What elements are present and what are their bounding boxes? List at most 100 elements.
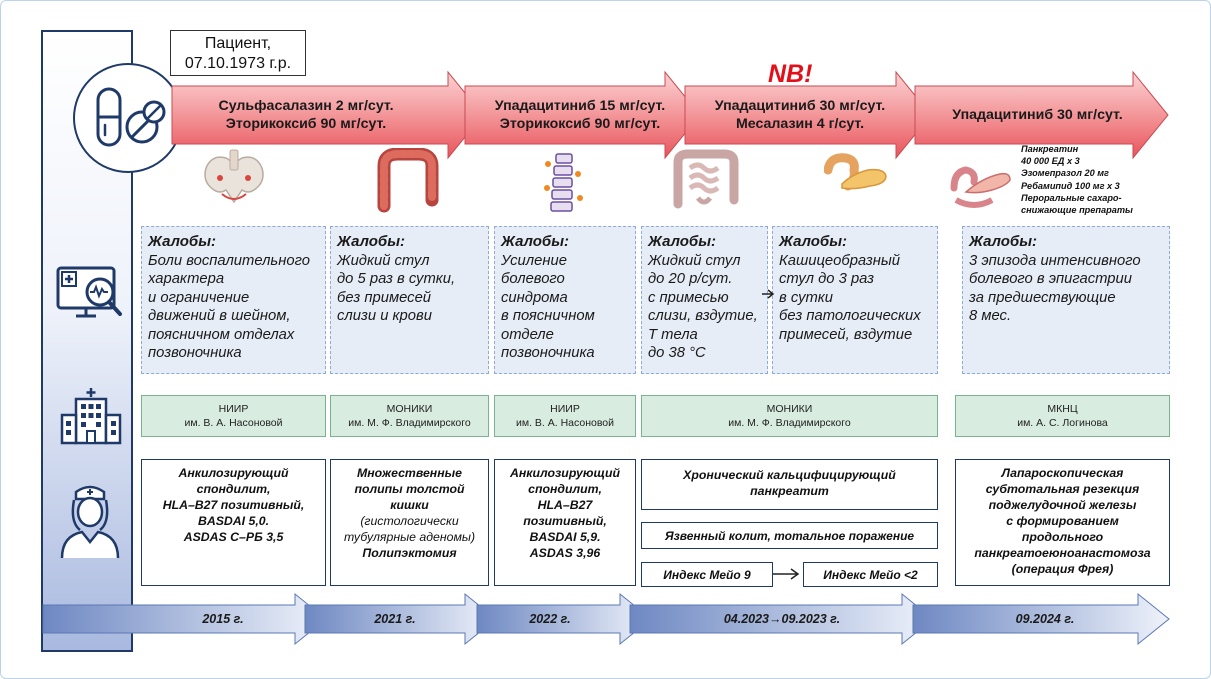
institution-name: МКНЦ	[1047, 403, 1078, 415]
complaint-line: характера	[148, 271, 225, 287]
med-line-1: Панкреатин	[1021, 144, 1079, 154]
institution-box-5: МКНЦ им. А. С. Логинова	[955, 395, 1170, 437]
complaint-line: позвоночника	[501, 345, 595, 361]
complaint-line: болевого в эпигастрии	[969, 271, 1132, 287]
med-line-3: Эзомепразол 20 мг	[1021, 168, 1109, 179]
diagnosis-box-5: Лапароскопическая субтотальная резекция …	[955, 459, 1170, 586]
complaint-line: без патологических	[779, 308, 921, 324]
therapy-2-line2: Эторикоксиб 90 мг/сут.	[499, 116, 661, 132]
institution-box-2: МОНИКИ им. М. Ф. Владимирского	[330, 395, 489, 437]
complaint-line: болевого	[501, 271, 565, 287]
complaint-line: отделе	[501, 326, 554, 343]
complaint-title: Жалобы:	[648, 233, 717, 250]
year-label-4: 04.2023→09.2023 г.	[723, 612, 841, 626]
diagnosis-line: Лапароскопическая	[1001, 466, 1124, 480]
therapy-3-line2: Месалазин 4 г/сут.	[735, 116, 865, 132]
complaint-box-5: Жалобы: Кашицеобразный стул до 3 раз в с…	[772, 226, 938, 374]
pancreas-icon	[824, 148, 890, 212]
complaint-line: с примесью	[648, 289, 729, 306]
diagnosis-box-3: Анкилозирующий спондилит, HLA–B27 позити…	[494, 459, 636, 586]
diagnosis-line: спондилит,	[528, 482, 602, 496]
year-label-2: 2021 г.	[374, 612, 416, 626]
diagnosis-line: субтотальная резекция	[985, 482, 1140, 496]
diagnosis-box-4b: Язвенный колит, тотальное поражение	[641, 522, 938, 549]
institution-name: МОНИКИ	[766, 403, 813, 415]
diagnosis-line: Хронический кальцифицирующий	[683, 468, 896, 482]
complaint-box-6: Жалобы: 3 эпизода интенсивного болевого …	[962, 226, 1170, 374]
institution-name: НИИР	[550, 403, 580, 415]
therapy-4-text: Упадацитиниб 30 мг/сут.	[925, 106, 1150, 124]
complaint-line: Т тела	[648, 326, 698, 343]
complaint-line: Боли воспалительного	[148, 252, 310, 269]
med-line-5: Пероральные сахаро-	[1021, 192, 1122, 203]
complaint-line: Кашицеобразный	[779, 252, 900, 269]
complaint-title: Жалобы:	[779, 233, 848, 250]
complaint-line: за предшествующие	[969, 289, 1116, 306]
complaint-line: позвоночника	[148, 345, 242, 361]
complaint-title: Жалобы:	[969, 233, 1038, 250]
intestine-icon	[670, 148, 742, 214]
complaint-line: в поясничном	[501, 308, 595, 324]
patient-birthdate: 07.10.1973 г.р.	[184, 55, 292, 72]
therapy-arrows	[171, 70, 1169, 160]
complaint-title: Жалобы:	[501, 233, 570, 250]
complaint-line: синдрома	[501, 289, 568, 306]
institution-name: МОНИКИ	[386, 403, 433, 415]
pelvis-spine-icon	[200, 148, 268, 212]
diagnosis-box-1: Анкилозирующий спондилит, HLA–B27 позити…	[141, 459, 326, 586]
diagnosis-line: ASDAS С–РБ 3,5	[183, 530, 284, 544]
diagnosis-box-2: Множественные полипы толстой кишки (гист…	[330, 459, 489, 586]
diagnosis-line: HLA–B27 позитивный,	[162, 498, 305, 512]
diagnosis-note: тубулярные аденомы)	[343, 530, 476, 544]
patient-label: Пациент,	[204, 35, 272, 52]
therapy-3-line1: Упадацитиниб 30 мг/сут.	[714, 98, 886, 114]
complaint-line: 3 эпизода интенсивного	[969, 252, 1141, 269]
complaint-line: слизи и крови	[337, 308, 432, 324]
med-line-4: Ребамипид 100 мг х 3	[1021, 180, 1120, 191]
diagnosis-line: Полипэктомия	[362, 546, 457, 560]
therapy-3-text: Упадацитиниб 30 мг/сут. Месалазин 4 г/су…	[690, 97, 910, 133]
therapy-1-line1: Сульфасалазин 2 мг/сут.	[218, 98, 394, 114]
diagnosis-note: (гистологически	[360, 514, 459, 528]
diagnosis-line: продольного	[1021, 530, 1104, 544]
extra-meds-list: Панкреатин 40 000 ЕД х 3 Эзомепразол 20 …	[1021, 143, 1161, 216]
diagnosis-line: HLA–B27	[537, 498, 593, 512]
complaint-line: примесей, вздутие	[779, 326, 913, 343]
mayo-index-before-text: Индекс Мейо 9	[663, 567, 751, 582]
diagnosis-line: Множественные	[357, 466, 462, 480]
complaint-box-2: Жалобы: Жидкий стул до 5 раз в сутки, бе…	[330, 226, 489, 374]
institution-subname: им. В. А. Насоновой	[184, 417, 283, 429]
year-arrow-5	[912, 592, 1170, 646]
therapy-2-text: Упадацитиниб 15 мг/сут. Эторикоксиб 90 м…	[470, 97, 690, 133]
hospital-icon	[58, 385, 124, 447]
complaint-line: Усиление	[501, 252, 567, 269]
complaint-line: слизи, вздутие,	[648, 308, 758, 324]
mayo-index-after: Индекс Мейо <2	[803, 562, 938, 587]
colon-icon	[374, 148, 442, 214]
complaint-line: поясничном отделах	[148, 326, 295, 343]
monitor-diagnostics-icon	[52, 262, 128, 326]
nurse-icon	[54, 478, 126, 560]
complaint-box-1: Жалобы: Боли воспалительного характера и…	[141, 226, 326, 374]
diagnosis-line: панкреатоеюноанастомоза	[974, 546, 1151, 560]
therapy-arrow-2	[464, 70, 701, 160]
timeline-arrows	[42, 592, 1170, 646]
complaint-line: Жидкий стул	[648, 252, 741, 269]
complaint-line: 8 мес.	[969, 308, 1012, 324]
complaint-title: Жалобы:	[337, 233, 406, 250]
complaint-line: до 20 р/сут.	[648, 271, 733, 287]
diagnosis-line: ASDAS 3,96	[529, 546, 601, 560]
complaint-line: Жидкий стул	[337, 252, 430, 269]
institution-subname: им. В. А. Насоновой	[515, 417, 615, 429]
diagnosis-line: BASDAI 5,9.	[529, 530, 601, 544]
diagnosis-line: Язвенный колит, тотальное поражение	[664, 528, 915, 543]
complaint-line: и ограничение	[148, 289, 250, 306]
diagnosis-line: поджелудочной железы	[988, 498, 1137, 512]
therapy-1-text: Сульфасалазин 2 мг/сут. Эторикоксиб 90 м…	[196, 97, 416, 133]
institution-subname: им. М. Ф. Владимирского	[728, 417, 851, 429]
year-label-5: 09.2024 г.	[1015, 612, 1075, 626]
institution-subname: им. М. Ф. Владимирского	[348, 417, 471, 429]
diagnosis-line: Анкилозирующий	[509, 466, 621, 480]
patient-info-box: Пациент, 07.10.1973 г.р.	[170, 30, 306, 76]
diagnosis-line: спондилит,	[196, 482, 271, 496]
